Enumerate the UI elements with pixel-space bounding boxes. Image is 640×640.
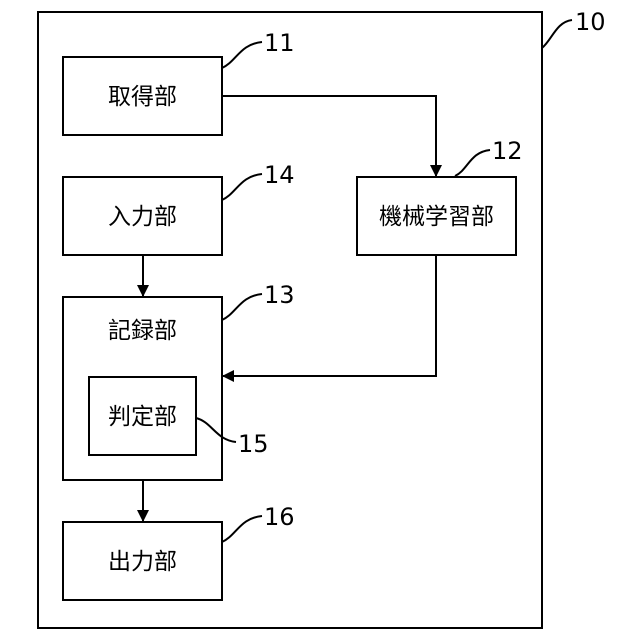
input-label: 入力部 [108, 204, 177, 230]
output-ref-number: 16 [264, 503, 295, 531]
recording-ref-number: 13 [264, 281, 295, 309]
system-ref-number: 10 [575, 8, 606, 36]
acquisition-ref-number: 11 [264, 29, 295, 57]
recording-label: 記録部 [108, 318, 177, 344]
judgment-ref-number: 15 [238, 430, 269, 458]
system-ref-leader [542, 20, 572, 48]
judgment-label: 判定部 [108, 404, 177, 430]
acquisition-label: 取得部 [108, 84, 177, 110]
machine-learning-label: 機械学習部 [379, 204, 494, 230]
output-label: 出力部 [108, 549, 177, 575]
machine-learning-ref-number: 12 [492, 137, 523, 165]
input-ref-number: 14 [264, 161, 295, 189]
